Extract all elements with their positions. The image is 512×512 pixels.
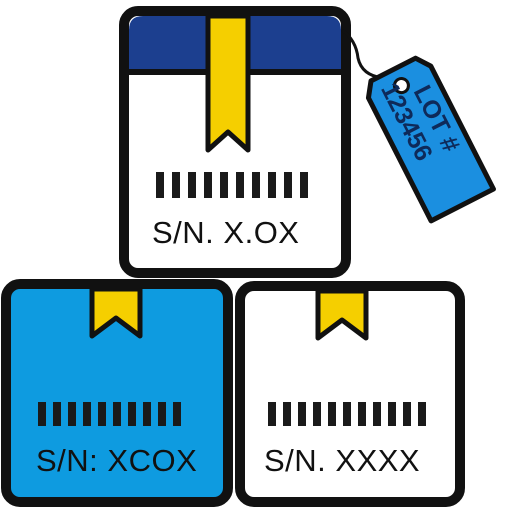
bottom-left-box: S/N: XCOX	[1, 279, 233, 507]
barcode-bar	[252, 172, 260, 198]
bottom-left-box-body	[1, 279, 233, 507]
barcode-bar	[188, 172, 196, 198]
barcode-bar	[143, 402, 151, 426]
bottom-left-box-ribbon	[89, 286, 143, 339]
bottom-right-box-body	[235, 281, 465, 507]
bottom-left-box-serial: S/N: XCOX	[36, 443, 197, 478]
barcode-bar	[418, 402, 426, 426]
bottom-right-box-ribbon	[315, 288, 369, 341]
barcode-bar	[173, 402, 181, 426]
barcode-bar	[373, 402, 381, 426]
barcode-bar	[220, 172, 228, 198]
barcode-bar	[236, 172, 244, 198]
barcode-bar	[268, 402, 276, 426]
barcode-bar	[358, 402, 366, 426]
barcode-bar	[38, 402, 46, 426]
top-box-ribbon	[205, 13, 251, 153]
top-box: S/N. X.OX	[119, 6, 351, 278]
barcode-bar	[68, 402, 76, 426]
bottom-right-box-serial: S/N. XXXX	[264, 443, 420, 478]
barcode-bar	[83, 402, 91, 426]
top-box-serial: S/N. X.OX	[152, 215, 299, 250]
barcode-bar	[283, 402, 291, 426]
barcode-bar	[284, 172, 292, 198]
bottom-left-box-barcode	[38, 402, 181, 426]
barcode-bar	[268, 172, 276, 198]
tag-body	[365, 55, 496, 224]
top-box-barcode	[156, 172, 308, 198]
bottom-right-box-barcode	[268, 402, 426, 426]
tag-string	[341, 28, 385, 80]
tag-hole	[392, 77, 410, 95]
barcode-bar	[98, 402, 106, 426]
barcode-bar	[298, 402, 306, 426]
bottom-right-box: S/N. XXXX	[235, 281, 465, 507]
barcode-bar	[403, 402, 411, 426]
barcode-bar	[343, 402, 351, 426]
barcode-bar	[113, 402, 121, 426]
barcode-bar	[204, 172, 212, 198]
top-box-body	[119, 6, 351, 278]
barcode-bar	[128, 402, 136, 426]
barcode-bar	[53, 402, 61, 426]
barcode-bar	[158, 402, 166, 426]
barcode-bar	[328, 402, 336, 426]
barcode-bar	[300, 172, 308, 198]
barcode-bar	[313, 402, 321, 426]
barcode-bar	[156, 172, 164, 198]
lot-tag: LOT # 123456	[341, 28, 496, 224]
barcode-bar	[388, 402, 396, 426]
barcode-bar	[172, 172, 180, 198]
